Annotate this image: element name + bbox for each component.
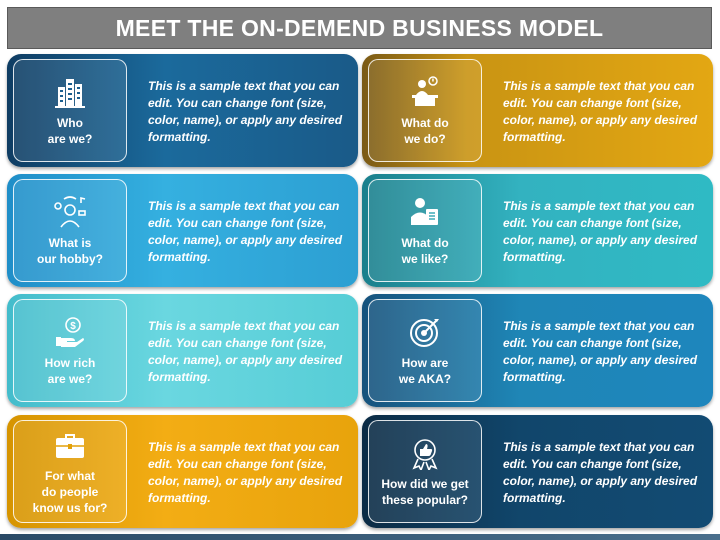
card-question: What do we do? xyxy=(401,115,449,146)
card-what-do-people-know-us-for: For what do people know us for? This is … xyxy=(7,415,358,528)
icon-box: What is our hobby? xyxy=(13,179,127,282)
icon-box: For what do people know us for? xyxy=(13,420,127,523)
card-body-text: This is a sample text that you can edit.… xyxy=(503,199,698,264)
card-body-text: This is a sample text that you can edit.… xyxy=(148,440,343,505)
card-body-text: This is a sample text that you can edit.… xyxy=(148,319,343,384)
card-question: For what do people know us for? xyxy=(32,468,108,515)
card-question: Who are we? xyxy=(47,115,93,146)
title-bar: MEET THE ON-DEMEND BUSINESS MODEL xyxy=(7,7,712,49)
card-question: What do we like? xyxy=(401,235,449,266)
card-question: How are we AKA? xyxy=(398,355,452,386)
svg-text:$: $ xyxy=(70,321,76,332)
briefcase-icon xyxy=(56,433,84,458)
card-question: What is our hobby? xyxy=(37,235,103,266)
card-body-text: This is a sample text that you can edit.… xyxy=(148,199,343,264)
icon-box: How did we get these popular? xyxy=(368,420,482,523)
card-body-text: This is a sample text that you can edit.… xyxy=(503,79,698,144)
buildings-icon xyxy=(55,78,85,108)
thumbs-up-badge-icon xyxy=(412,438,438,470)
icon-box: Who are we? xyxy=(13,59,127,162)
icon-box: What do we do? xyxy=(368,59,482,162)
card-how-rich-are-we: $ How rich are we? This is a sample text… xyxy=(7,294,358,407)
card-what-is-our-hobby: What is our hobby? This is a sample text… xyxy=(7,174,358,287)
money-hand-icon: $ xyxy=(56,316,84,347)
card-how-did-we-get-popular: How did we get these popular? This is a … xyxy=(362,415,713,528)
card-what-do-we-like: What do we like? This is a sample text t… xyxy=(362,174,713,287)
desk-worker-icon xyxy=(412,75,438,106)
card-body-text: This is a sample text that you can edit.… xyxy=(148,79,343,144)
card-who-are-we: Who are we? This is a sample text that y… xyxy=(7,54,358,167)
footer-strip xyxy=(0,534,720,540)
card-how-are-we-aka: How are we AKA? This is a sample text th… xyxy=(362,294,713,407)
icon-box: How are we AKA? xyxy=(368,299,482,402)
card-body-text: This is a sample text that you can edit.… xyxy=(503,319,698,384)
card-what-do-we-do: What do we do? This is a sample text tha… xyxy=(362,54,713,167)
card-question: How did we get these popular? xyxy=(381,476,469,507)
person-checklist-icon xyxy=(411,197,438,225)
card-body-text: This is a sample text that you can edit.… xyxy=(503,440,698,505)
card-question: How rich are we? xyxy=(44,355,96,386)
icon-box: What do we like? xyxy=(368,179,482,282)
person-hobbies-icon xyxy=(54,195,86,227)
page-title: MEET THE ON-DEMEND BUSINESS MODEL xyxy=(115,14,604,41)
icon-box: $ How rich are we? xyxy=(13,299,127,402)
target-icon xyxy=(410,318,439,347)
